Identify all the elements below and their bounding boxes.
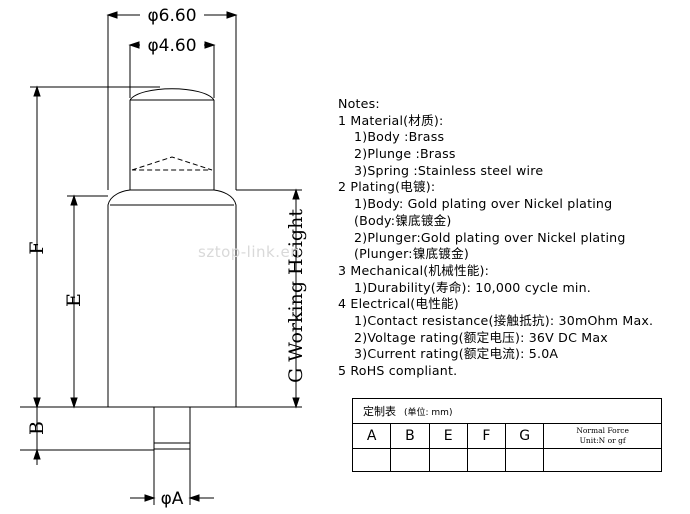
table-title: 定制表 [363, 405, 396, 418]
table-unit: (单位: mm) [404, 408, 453, 418]
note-line: (Plunger:镍底镀金) [354, 246, 469, 262]
arrow [144, 494, 156, 502]
table-cell [504, 448, 545, 472]
note-line: 2)Plunge :Brass [354, 146, 456, 162]
normal-force-unit: Unit:N or gf [579, 436, 626, 445]
table-cell [351, 448, 392, 472]
arrow [188, 494, 200, 502]
table-cell [543, 448, 662, 472]
table-cell [428, 448, 468, 472]
notes-title: Notes: [338, 96, 380, 111]
arrow [70, 194, 78, 206]
arrow [33, 85, 41, 97]
note-line: 3)Spring :Stainless steel wire [354, 162, 544, 178]
note-line: 3 Mechanical(机械性能): [338, 262, 490, 278]
outer-diameter-label: φ6.60 [147, 6, 196, 26]
tail-diameter-label: φA [161, 489, 184, 509]
plunger-dashed-cone [131, 156, 213, 171]
dim-e-label: E [63, 293, 85, 307]
arrow [292, 397, 300, 409]
table-cell [390, 448, 430, 472]
notes-block: Notes: 1 Material(材质): 1)Body :Brass 2)P… [338, 96, 683, 380]
dim-b-label: B [26, 421, 48, 435]
working-height-label: G Working Height [285, 209, 307, 383]
note-line: 5 RoHS compliant. [338, 363, 458, 378]
note-line: 2)Voltage rating(额定电压): 36V DC Max [354, 329, 608, 345]
note-line: 3)Current rating(额定电流): 5.0A [354, 346, 559, 362]
table-header-e: E [428, 423, 468, 449]
note-line: 1)Contact resistance(接触抵抗): 30mOhm Max. [354, 312, 654, 328]
probe-body [107, 189, 237, 408]
table-header-normal-force: Normal Force Unit:N or gf [543, 423, 662, 449]
arrow [33, 397, 41, 409]
plunger-dome [129, 88, 215, 101]
table-title-cell: 定制表 (单位: mm) [352, 398, 662, 424]
arrow [226, 11, 238, 19]
note-line: 1 Material(材质): [338, 112, 444, 128]
arrow [70, 397, 78, 409]
note-line: 2)Plunger:Gold plating over Nickel plati… [354, 229, 626, 245]
table-header-g: G [504, 423, 545, 449]
arrow [128, 41, 140, 49]
probe-tail [153, 406, 191, 450]
table-header-f: F [466, 423, 507, 449]
watermark: sztop-link.en [198, 243, 301, 261]
arrow [106, 11, 118, 19]
inner-diameter-label: φ4.60 [147, 36, 196, 56]
note-line: 1)Body :Brass [354, 129, 445, 145]
note-line: (Body:镍底镀金) [354, 212, 452, 228]
note-line: 2 Plating(电镀): [338, 179, 436, 195]
arrow [292, 188, 300, 200]
dim-f-label: F [26, 241, 48, 254]
normal-force-label: Normal Force [576, 426, 629, 435]
table-cell [466, 448, 507, 472]
table-header-b: B [390, 423, 430, 449]
arrow [33, 448, 41, 460]
arrow [204, 41, 216, 49]
note-line: 1)Body: Gold plating over Nickel plating [354, 196, 613, 212]
note-line: 1)Durability(寿命): 10,000 cycle min. [354, 279, 592, 295]
table-header-a: A [351, 423, 392, 449]
customization-table: 定制表 (单位: mm) A B E F G Normal Force Unit:… [351, 398, 662, 472]
note-line: 4 Electrical(电性能) [338, 296, 459, 312]
